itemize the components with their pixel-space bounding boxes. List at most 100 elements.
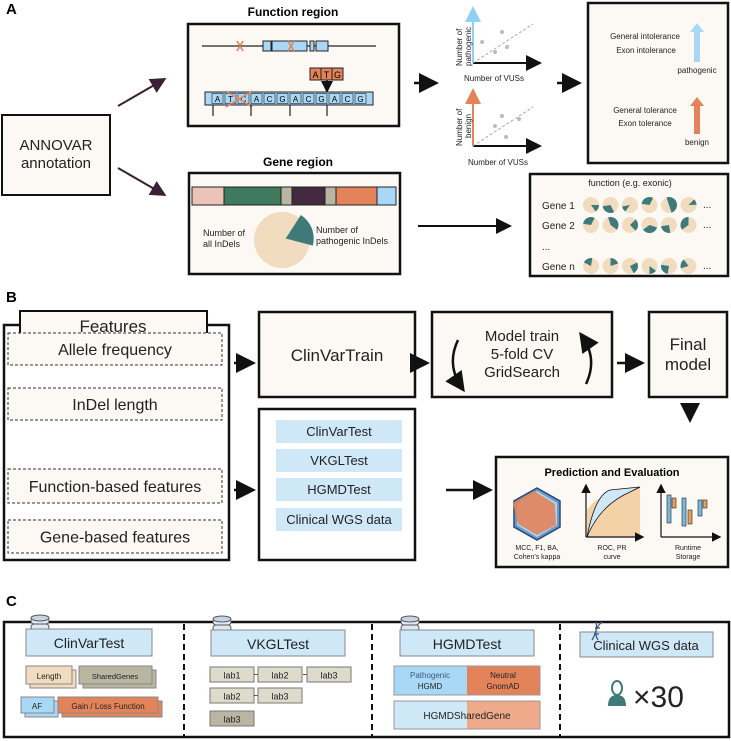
svg-text:Exon tolerance: Exon tolerance	[618, 119, 672, 128]
pie-slice	[608, 216, 619, 230]
gene-segment	[223, 186, 282, 206]
feature-item: Function-based features	[7, 468, 223, 504]
prediction-evaluation-box: Prediction and Evaluation MCC, F1, BA, C…	[494, 455, 730, 569]
feature-item: Gene-based features	[7, 519, 223, 554]
test-set-item	[276, 449, 402, 472]
feature-label: Function-based features	[29, 479, 202, 496]
vkgltest-label	[210, 629, 346, 657]
gene-pie	[602, 197, 619, 213]
svg-text:5-fold CV: 5-fold CV	[491, 346, 554, 363]
pie-slice	[630, 219, 638, 231]
test-set-item	[276, 478, 402, 501]
svg-text:Pathogenic: Pathogenic	[410, 671, 450, 680]
gene-pie	[641, 258, 658, 274]
base-letter: C	[241, 95, 247, 104]
cycle-arrow-icon	[445, 339, 465, 393]
base-letter: G	[357, 95, 363, 104]
gene-pie	[661, 217, 677, 233]
codon-letter: T	[324, 70, 330, 80]
svg-text:Prediction and Evaluation: Prediction and Evaluation	[544, 467, 679, 479]
svg-text:Number of VUSs: Number of VUSs	[468, 158, 528, 167]
gene-pie	[602, 216, 619, 233]
svg-text:VKGLTest: VKGLTest	[247, 636, 309, 652]
person-icon	[608, 680, 626, 706]
gene-label: Gene 2	[542, 221, 575, 232]
svg-text:Number of: Number of	[455, 108, 464, 146]
hgmdtest-label	[399, 629, 535, 657]
svg-text:Final: Final	[670, 335, 707, 354]
lab-tag	[306, 666, 352, 683]
clinvartrain-box: ClinVarTrain	[257, 310, 417, 399]
final-model-box: Final model	[647, 310, 729, 399]
svg-text:Exon intolerance: Exon intolerance	[616, 46, 676, 55]
panel-b-label: B	[6, 289, 17, 306]
svg-text:pathogenic InDels: pathogenic InDels	[316, 236, 389, 246]
pie-slice	[666, 196, 677, 213]
pie-slice	[649, 266, 656, 274]
base-cell	[302, 93, 315, 104]
gene-pie	[641, 217, 658, 234]
lab-label: lab3	[223, 715, 240, 725]
base-letter: A	[293, 95, 299, 104]
test-set-label: Clinical WGS data	[286, 512, 392, 527]
gene-pie	[622, 258, 638, 274]
feature-item: InDel length	[7, 387, 223, 421]
svg-text:Gain / Loss Function: Gain / Loss Function	[71, 702, 144, 711]
codon-cell	[331, 67, 344, 81]
svg-text:Number of: Number of	[316, 225, 359, 235]
svg-text:Number of VUSs: Number of VUSs	[464, 74, 524, 83]
tolerance-box: General intolerance Exon intolerance pat…	[586, 1, 730, 165]
gene-segment-bar	[191, 186, 397, 206]
svg-text:benign: benign	[464, 114, 473, 138]
base-letter: T	[228, 95, 233, 104]
pie-slice	[583, 216, 595, 225]
panel-a-label: A	[6, 1, 17, 18]
svg-text:HGMD: HGMD	[418, 682, 443, 691]
test-set-item	[276, 508, 402, 531]
lab-label: lab2	[223, 692, 240, 702]
pie-slice	[622, 205, 630, 212]
pie-slice	[285, 214, 314, 246]
svg-text:HGMDTest: HGMDTest	[433, 636, 502, 652]
ellipsis: ...	[703, 220, 711, 231]
svg-text:Cohen's kappa: Cohen's kappa	[514, 554, 561, 561]
gene-pie	[583, 216, 599, 233]
clinvar-tags: Length SharedGenes AF Gain / Loss Functi…	[20, 665, 163, 718]
base-cell	[289, 93, 302, 104]
lab-label: lab3	[320, 671, 337, 681]
svg-text:AF: AF	[32, 702, 42, 711]
svg-text:General tolerance: General tolerance	[613, 106, 677, 115]
pie-slice	[643, 225, 658, 234]
svg-text:SharedGenes: SharedGenes	[92, 672, 139, 681]
svg-text:ClinVarTrain: ClinVarTrain	[291, 346, 384, 365]
svg-text:annotation: annotation	[21, 155, 91, 172]
feature-label: Gene-based features	[40, 530, 190, 547]
mutation-x-icon	[236, 40, 295, 52]
svg-text:pathogenic: pathogenic	[677, 66, 716, 75]
svg-text:HGMDSharedGene: HGMDSharedGene	[423, 711, 511, 722]
arrow-to-function	[117, 77, 167, 107]
pie-slice	[641, 197, 654, 205]
svg-text:model: model	[665, 355, 711, 374]
feature-label: InDel length	[72, 397, 157, 414]
gene-label: ...	[542, 242, 550, 253]
base-cell	[315, 93, 328, 104]
svg-text:ROC, PR: ROC, PR	[597, 545, 626, 552]
svg-text:function (e.g. exonic): function (e.g. exonic)	[588, 178, 672, 188]
svg-text:MCC, F1, BA,: MCC, F1, BA,	[515, 545, 558, 552]
pie-slice	[610, 258, 619, 266]
gene-region-box: Number of all InDels Number of pathogeni…	[187, 171, 402, 276]
arrow-to-gene	[117, 167, 167, 197]
svg-text:General intolerance: General intolerance	[610, 32, 680, 41]
gene-label: Gene 1	[542, 201, 575, 212]
gene-pie	[583, 258, 599, 274]
pie-slice	[602, 205, 615, 213]
pie-slice	[661, 225, 671, 233]
gene-pie	[680, 217, 697, 233]
feature-label: Allele frequency	[58, 342, 172, 359]
gene-pie	[622, 197, 638, 213]
dna-icon	[591, 621, 603, 641]
gene-pie	[661, 258, 677, 274]
